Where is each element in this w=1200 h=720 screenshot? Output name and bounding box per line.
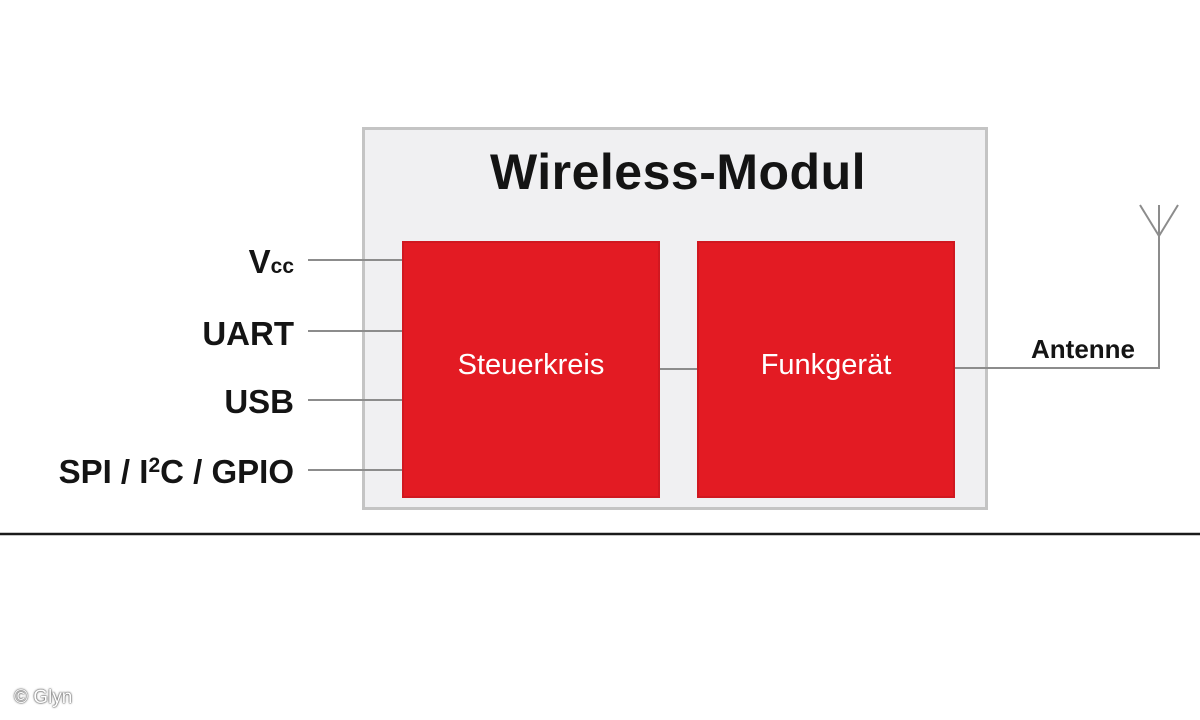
spi-i2c-gpio-label: SPI / I2C / GPIO: [59, 455, 294, 488]
controller-label: Steuerkreis: [457, 349, 605, 381]
spi-label-part1: SPI / I: [58, 453, 149, 490]
vcc-label-main: V: [248, 243, 271, 280]
antenna-label: Antenne: [1031, 334, 1135, 364]
vcc-label: Vcc: [249, 245, 294, 278]
spi-label-part2: C / GPIO: [160, 453, 294, 490]
radio-block: Funkgerät: [697, 241, 955, 498]
spi-label-superscript: 2: [148, 454, 161, 477]
vcc-label-subscript: cc: [270, 255, 294, 278]
radio-label: Funkgerät: [760, 349, 892, 381]
antenna-wire: [955, 218, 1160, 369]
controller-block: Steuerkreis: [402, 241, 660, 498]
copyright-notice: © Glyn: [14, 687, 73, 708]
uart-label: UART: [202, 315, 294, 352]
module-title: Wireless-Modul: [489, 144, 867, 200]
usb-label: USB: [224, 383, 294, 420]
